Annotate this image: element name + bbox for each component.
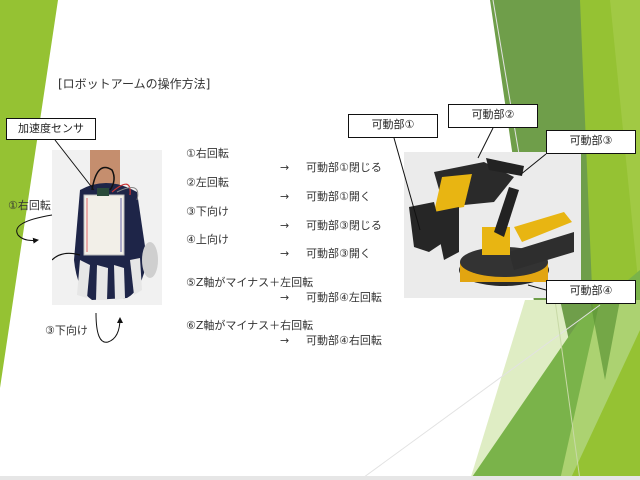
action-6: →可動部④右回転 bbox=[280, 334, 382, 347]
moving-part-1-callout: 可動部① bbox=[348, 114, 438, 138]
rotate-right-label: ①右回転 bbox=[8, 199, 51, 212]
glove-illustration bbox=[52, 150, 162, 305]
gesture-5: ⑤Z軸がマイナス＋左回転 bbox=[186, 276, 314, 289]
gesture-4: ④上向け bbox=[186, 233, 229, 246]
glove-photo bbox=[52, 150, 162, 305]
tilt-down-label: ③下向け bbox=[45, 324, 88, 337]
action-4: →可動部③開く bbox=[280, 247, 371, 260]
gesture-6: ⑥Z軸がマイナス＋右回転 bbox=[186, 319, 314, 332]
gesture-3: ③下向け bbox=[186, 205, 229, 218]
moving-part-4-callout: 可動部④ bbox=[546, 280, 636, 304]
arrow-icon: → bbox=[280, 190, 290, 203]
moving-part-2-callout: 可動部② bbox=[448, 104, 538, 128]
robot-arm-illustration bbox=[404, 152, 581, 298]
action-2: →可動部①開く bbox=[280, 190, 371, 203]
action-3: →可動部③閉じる bbox=[280, 219, 382, 232]
sensor-callout: 加速度センサ bbox=[6, 118, 96, 140]
arrow-icon: → bbox=[280, 247, 290, 260]
slide-bottom-edge bbox=[0, 476, 640, 480]
arrow-icon: → bbox=[280, 291, 290, 304]
action-5: →可動部④左回転 bbox=[280, 291, 382, 304]
action-1: →可動部①閉じる bbox=[280, 161, 382, 174]
arrow-icon: → bbox=[280, 161, 290, 174]
robot-arm-photo bbox=[404, 152, 581, 298]
arrow-icon: → bbox=[280, 334, 290, 347]
gesture-2: ②左回転 bbox=[186, 176, 229, 189]
slide-title: [ロボットアームの操作方法] bbox=[58, 77, 211, 91]
gesture-1: ①右回転 bbox=[186, 147, 229, 160]
moving-part-3-callout: 可動部③ bbox=[546, 130, 636, 154]
arrow-icon: → bbox=[280, 219, 290, 232]
